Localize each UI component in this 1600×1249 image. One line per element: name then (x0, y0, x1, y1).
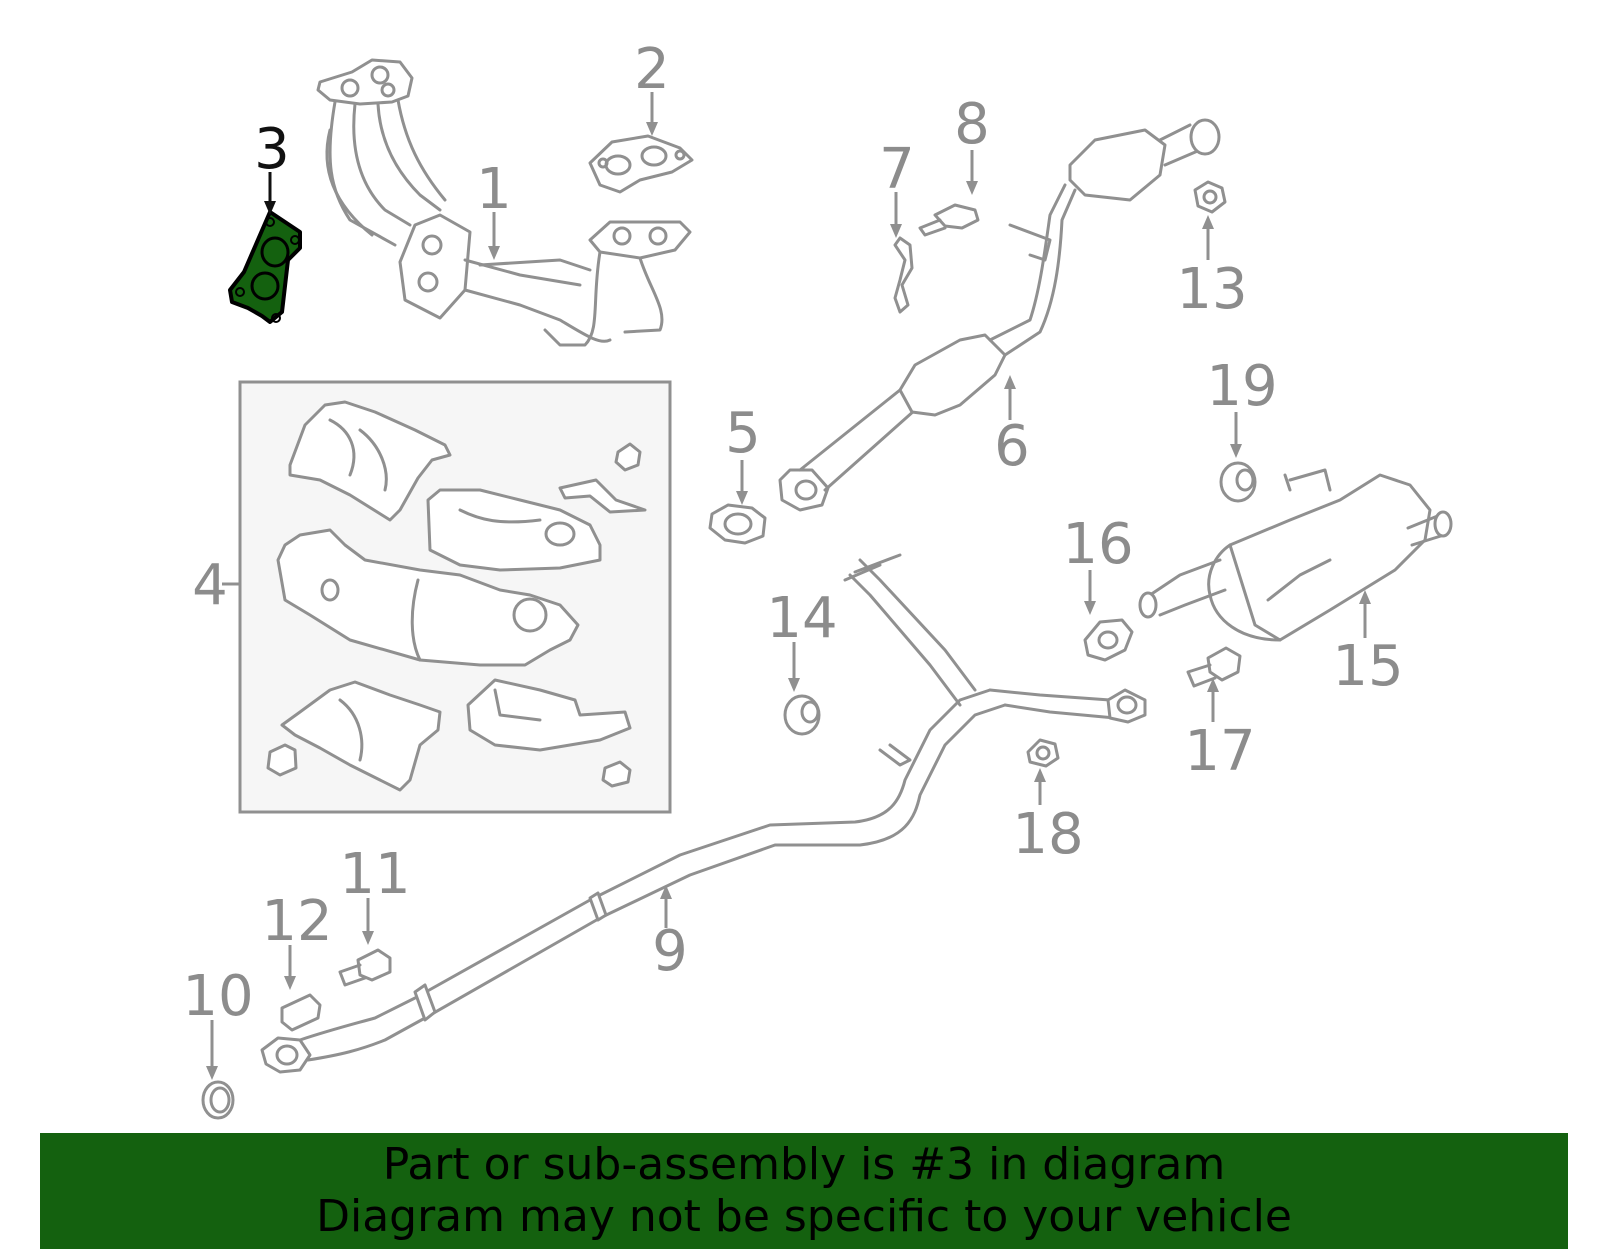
callout-10: 10 (182, 964, 253, 1029)
part-7-bracket[interactable] (893, 236, 914, 314)
part-19-hanger[interactable] (1219, 461, 1257, 503)
callout-19: 19 (1206, 354, 1277, 419)
callout-2: 2 (634, 37, 670, 102)
callout-15: 15 (1332, 634, 1403, 699)
part-13-nut[interactable] (1193, 180, 1227, 214)
part-17-bolt[interactable] (1186, 646, 1242, 688)
part-16-gasket[interactable] (1083, 618, 1134, 662)
callout-9: 9 (652, 919, 688, 984)
part-5-gasket[interactable] (708, 503, 767, 545)
part-3-gasket-highlighted[interactable] (228, 210, 302, 324)
leader-arrows (206, 92, 1371, 1080)
part-18-nut[interactable] (1026, 738, 1060, 768)
banner-line-2: Diagram may not be specific to your vehi… (316, 1191, 1292, 1242)
part-2-gasket[interactable] (588, 134, 694, 194)
callout-13: 13 (1176, 257, 1247, 322)
callout-16: 16 (1062, 512, 1133, 577)
callout-labels: 1 2 3 4 5 6 7 8 9 10 11 12 13 14 15 16 1… (182, 37, 1403, 1029)
callout-1: 1 (476, 157, 512, 222)
part-4-assembly-box[interactable] (222, 380, 672, 814)
callout-14: 14 (766, 586, 837, 651)
callout-7: 7 (879, 137, 915, 202)
info-banner: Part or sub-assembly is #3 in diagram Di… (40, 1133, 1568, 1249)
part-9-center-pipe[interactable] (260, 553, 1147, 1074)
part-10-gasket-ring[interactable] (201, 1080, 235, 1120)
callout-17: 17 (1184, 719, 1255, 784)
callout-12: 12 (261, 889, 332, 954)
part-1-front-pipe[interactable] (316, 58, 692, 347)
callout-4: 4 (192, 553, 228, 618)
callout-3: 3 (254, 117, 290, 182)
callout-18: 18 (1012, 802, 1083, 867)
callout-11: 11 (339, 842, 410, 907)
part-14-hanger[interactable] (783, 694, 821, 736)
callout-5: 5 (725, 401, 761, 466)
callout-8: 8 (954, 92, 990, 157)
part-6-catalytic-pipe[interactable] (778, 118, 1221, 512)
part-11-bolt[interactable] (338, 948, 392, 987)
callout-6: 6 (994, 414, 1030, 479)
part-15-muffler[interactable] (1138, 468, 1453, 642)
banner-line-1: Part or sub-assembly is #3 in diagram (382, 1139, 1226, 1190)
part-12-stud[interactable] (280, 993, 322, 1032)
part-8-bolt[interactable] (918, 203, 980, 237)
